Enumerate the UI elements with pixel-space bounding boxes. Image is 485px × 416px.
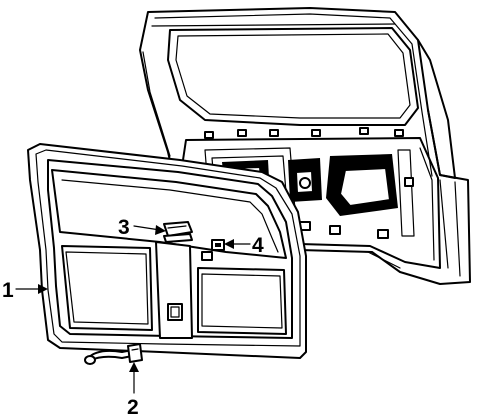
part-3-pad	[163, 221, 193, 243]
part-4-clip	[211, 239, 225, 251]
leader-lines	[15, 225, 251, 394]
callout-1-label: 1	[2, 279, 14, 302]
callout-2-label: 2	[127, 396, 139, 416]
trim-panel	[27, 143, 307, 359]
callout-4-label: 4	[252, 234, 264, 257]
part-2-cable	[84, 343, 143, 365]
callout-3-label: 3	[118, 216, 130, 239]
